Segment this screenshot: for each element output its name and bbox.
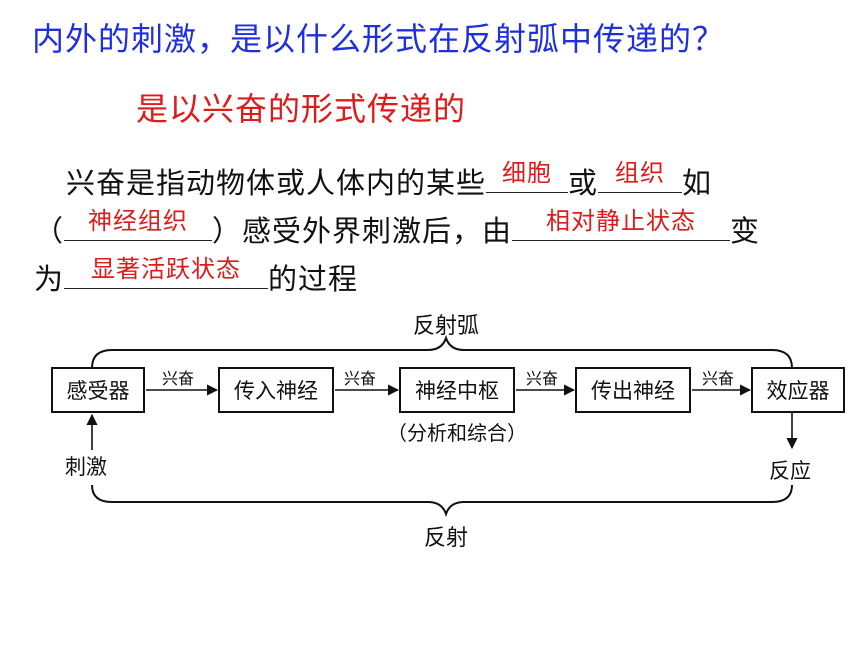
blank-5: 显著活跃状态 [64, 255, 269, 289]
definition-line-1: 兴奋是指动物体或人体内的某些细胞或组织如 [66, 159, 713, 202]
box-effector-label: 效应器 [767, 379, 830, 403]
box-efferent [575, 367, 691, 413]
response-label: 反应 [769, 459, 811, 483]
blank-4-answer: 相对静止状态 [546, 207, 697, 235]
blank-1: 细胞 [486, 159, 569, 193]
box-afferent [218, 367, 334, 413]
definition-text: ）感受外界刺激后，由 [212, 214, 513, 248]
arc-top-brace [91, 334, 793, 369]
definition-text: 或 [568, 166, 599, 200]
box-center-label: 神经中枢 [415, 379, 499, 403]
blank-4: 相对静止状态 [512, 207, 731, 241]
definition-text: 变 [730, 214, 761, 248]
blank-1-answer: 细胞 [502, 159, 553, 187]
box-receptor-label: 感受器 [67, 379, 130, 403]
blank-5-answer: 显著活跃状态 [91, 255, 242, 283]
reflex-bottom-brace [91, 484, 793, 518]
definition-text: 为 [34, 262, 65, 296]
definition-text: 的过程 [268, 262, 359, 296]
blank-3: 神经组织 [64, 207, 213, 241]
definition-text: 兴奋是指动物体或人体内的某些 [66, 166, 487, 200]
question-text: 内外的刺激，是以什么形式在反射弧中传递的？ [32, 20, 726, 58]
box-receptor [51, 367, 145, 413]
answer-text: 是以兴奋的形式传递的 [136, 90, 467, 128]
arrow-4-label: 兴奋 [702, 369, 734, 388]
arrow-2-label: 兴奋 [344, 369, 376, 388]
reflex-label: 反射 [424, 526, 468, 551]
center-note: （分析和综合） [387, 421, 527, 445]
blank-3-answer: 神经组织 [88, 207, 189, 235]
definition-line-3: 为显著活跃状态的过程 [34, 255, 359, 298]
definition-text: （ [34, 214, 65, 248]
box-effector [751, 367, 845, 413]
box-center [399, 367, 515, 413]
blank-2: 组织 [598, 159, 683, 193]
arrow-3-label: 兴奋 [526, 369, 558, 388]
blank-2-answer: 组织 [615, 159, 666, 187]
arrow-1-label: 兴奋 [162, 369, 194, 388]
definition-text: 如 [682, 166, 713, 200]
box-efferent-label: 传出神经 [591, 379, 675, 403]
box-afferent-label: 传入神经 [234, 379, 318, 403]
definition-line-2: （ 神经组织 ）感受外界刺激后，由 相对静止状态 变 [34, 207, 761, 250]
arc-label: 反射弧 [413, 314, 479, 339]
stimulus-label: 刺激 [65, 455, 107, 479]
